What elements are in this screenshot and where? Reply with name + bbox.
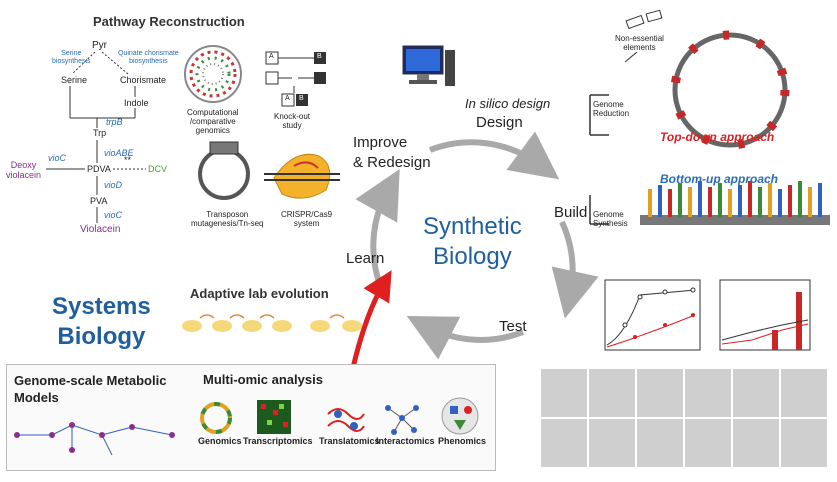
gem-label: Genome-scale Metabolic Models <box>14 373 167 405</box>
genome-synthesis-label: Genome Synthesis <box>593 210 628 228</box>
transposon-label: Transposon mutagenesis/Tn-seq <box>191 210 264 228</box>
dcv-label: DCV <box>148 164 168 174</box>
ko-label-b2: B <box>299 95 304 102</box>
systems-biology-label: Systems Biology <box>52 293 151 350</box>
omics-label-phenomics: Phenomics <box>438 436 487 446</box>
genomics-icon <box>200 402 232 434</box>
design-label: Design <box>476 114 523 131</box>
pathway-title: Pathway Reconstruction <box>93 14 245 29</box>
vioabe-label: vioABE <box>104 148 134 158</box>
microscopy-image-grid <box>539 367 829 469</box>
omics-label-translatomics: Translatomics <box>319 436 380 446</box>
in-silico-label: In silico design <box>465 96 551 111</box>
violacein-label: Violacein <box>80 224 121 235</box>
comparative-genomics-icon <box>184 45 242 103</box>
trpb-label: trpB <box>106 117 123 127</box>
genome-reduction-label: Genome Reduction <box>593 100 630 118</box>
omics-label-transcriptomics: Transcriptomics <box>243 436 313 446</box>
deoxyviolacein-label: Deoxy violacein <box>6 160 42 180</box>
build-label: Build <box>554 204 588 221</box>
knockout-diagram <box>265 51 326 107</box>
viod-label: vioD <box>104 180 123 190</box>
multiomic-label: Multi-omic analysis <box>203 372 323 387</box>
pdva-label: PDVA <box>87 164 111 174</box>
serine-label: Serine <box>61 75 88 85</box>
bottom-up-label: Bottom-up approach <box>660 172 778 186</box>
computer-icon <box>402 45 455 86</box>
improve-label: Improve & Redesign <box>353 134 431 171</box>
comparative-genomics-label: Computational /comparative genomics <box>187 108 239 135</box>
knockout-label: Knock-out study <box>274 112 311 130</box>
pyr-label: Pyr <box>92 40 107 51</box>
ko-label-a1: A <box>269 53 274 60</box>
top-down-label: Top-down approach <box>660 130 775 144</box>
translatomics-icon <box>327 408 365 432</box>
vioc-label-2: vioC <box>104 210 123 220</box>
crispr-label: CRISPR/Cas9 system <box>281 210 333 228</box>
ko-label-b1: B <box>317 53 322 60</box>
indole-label: Indole <box>124 98 149 108</box>
dna-fragments-icon <box>648 181 822 217</box>
learn-label: Learn <box>346 250 385 267</box>
transposon-icon <box>198 141 250 200</box>
chorismate-label: Chorismate <box>120 75 167 85</box>
serine-biosynthesis-label: Serine biosynthesis <box>52 50 91 65</box>
interactomics-icon <box>385 405 419 435</box>
quinate-biosynthesis-label: Quinate chorismate biosynthesis <box>118 50 179 65</box>
crispr-cas9-icon <box>264 153 340 199</box>
omics-label-interactomics: Interactomics <box>376 436 435 446</box>
ko-label-a2: A <box>285 95 290 102</box>
ale-flasks-icon <box>182 314 362 332</box>
vioc-label-1: vioC <box>48 153 67 163</box>
genome-panel <box>589 9 830 225</box>
test-label: Test <box>499 318 527 335</box>
phenomics-icon <box>441 397 479 435</box>
growth-curve-plot <box>604 279 701 351</box>
systems-biology-panel <box>6 364 496 471</box>
ale-label: Adaptive lab evolution <box>190 286 329 301</box>
production-bar-plot <box>719 279 811 351</box>
synthetic-biology-label: Synthetic Biology <box>423 213 522 270</box>
pva-label: PVA <box>90 196 108 206</box>
trp-label: Trp <box>93 128 107 138</box>
transcriptomics-icon <box>257 400 291 434</box>
metabolic-network-icon <box>14 422 175 456</box>
stars-label: ** <box>124 155 132 165</box>
omics-label-genomics: Genomics <box>198 436 242 446</box>
non-essential-label: Non-essential elements <box>615 34 664 52</box>
